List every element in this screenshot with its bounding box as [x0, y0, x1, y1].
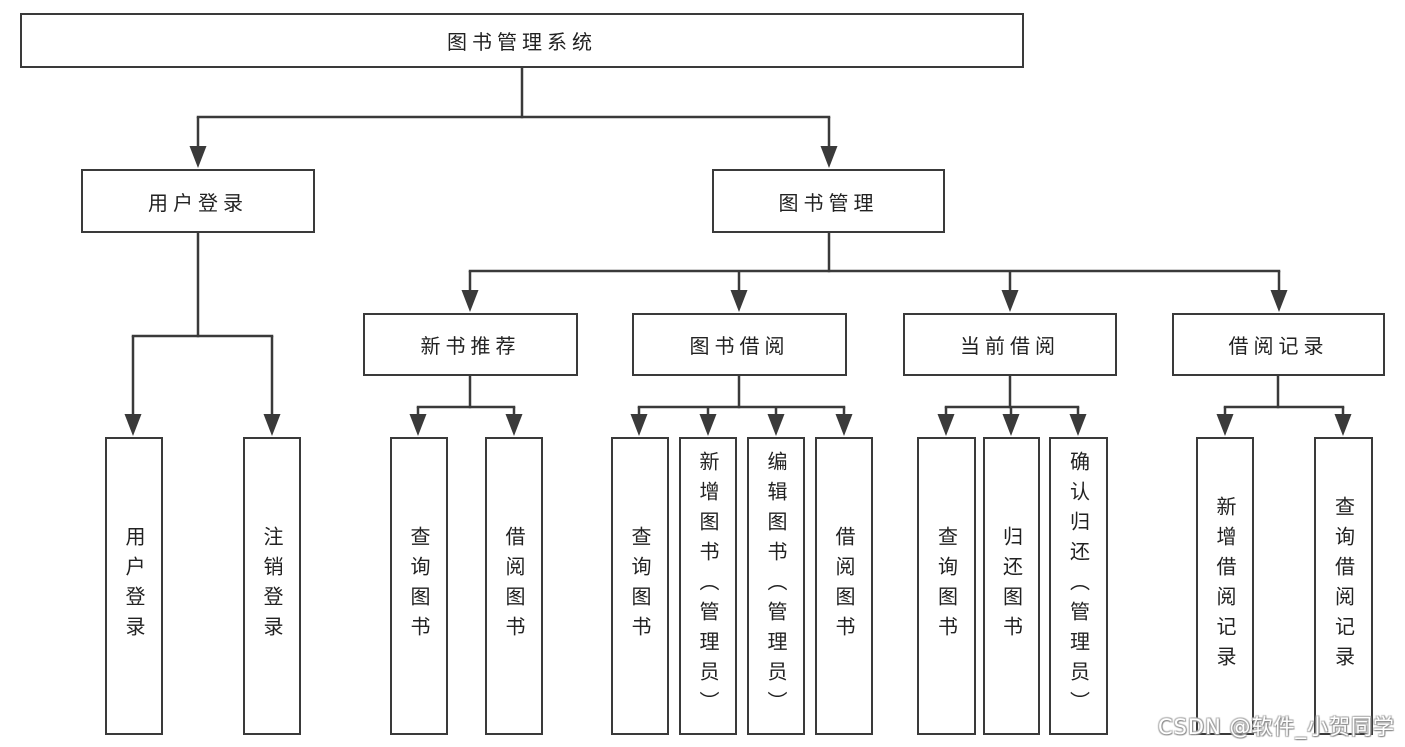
arrowhead-icon — [189, 146, 207, 168]
node-root-label: 图书管理系统 — [447, 30, 597, 54]
leaf-query-borrow-record: 查询借阅记录 — [1314, 437, 1373, 735]
node-book-mgmt-group-label: 图书管理 — [778, 190, 879, 215]
node-book-borrow-label: 图书借阅 — [689, 334, 790, 358]
connector-records-split — [1216, 376, 1352, 436]
connector-current-split — [937, 376, 1087, 436]
connector-recommend-split — [409, 376, 523, 436]
arrowhead-icon — [1216, 414, 1234, 436]
leaf-borrow-books-recommend: 借阅图书 — [485, 437, 543, 735]
node-book-mgmt-group: 图书管理 — [712, 169, 945, 233]
arrowhead-icon — [835, 414, 853, 436]
leaf-confirm-return-admin: 确认归还（管理员） — [1049, 437, 1108, 735]
arrowhead-icon — [409, 414, 427, 436]
node-borrow-records: 借阅记录 — [1172, 313, 1385, 376]
arrowhead-icon — [820, 146, 838, 168]
arrowhead-icon — [1001, 290, 1019, 312]
leaf-logout: 注销登录 — [243, 437, 301, 735]
leaf-add-books-admin-label: 新增图书（管理员） — [696, 451, 720, 721]
leaf-query-books-borrow-label: 查询图书 — [628, 526, 652, 646]
node-user-login-group-label: 用户登录 — [148, 190, 248, 215]
leaf-edit-books-admin-label: 编辑图书（管理员） — [764, 451, 788, 721]
arrowhead-icon — [937, 414, 955, 436]
arrowhead-icon — [263, 414, 281, 436]
leaf-query-books-recommend-label: 查询图书 — [407, 526, 431, 646]
arrowhead-icon — [730, 290, 748, 312]
leaf-borrow-books-label: 借阅图书 — [832, 526, 856, 646]
arrowhead-icon — [699, 414, 717, 436]
node-book-borrow: 图书借阅 — [632, 313, 847, 376]
node-current-borrow: 当前借阅 — [903, 313, 1117, 376]
connector-borrow-split — [630, 376, 853, 436]
node-root: 图书管理系统 — [20, 13, 1024, 68]
arrowhead-icon — [461, 290, 479, 312]
leaf-user-login-label: 用户登录 — [122, 526, 146, 646]
leaf-confirm-return-admin-label: 确认归还（管理员） — [1066, 451, 1091, 721]
connector-user-login-split — [124, 233, 281, 436]
leaf-query-books-borrow: 查询图书 — [611, 437, 669, 735]
arrowhead-icon — [1270, 290, 1288, 312]
watermark: CSDN @软件_小贺同学 — [1157, 715, 1395, 739]
leaf-query-books-current: 查询图书 — [917, 437, 976, 735]
arrowhead-icon — [505, 414, 523, 436]
connector-book-mgmt-split — [461, 233, 1288, 312]
node-new-book-recommend: 新书推荐 — [363, 313, 578, 376]
leaf-return-books: 归还图书 — [983, 437, 1040, 735]
connector-root-split — [189, 68, 838, 168]
node-new-book-recommend-label: 新书推荐 — [420, 334, 521, 358]
leaf-query-books-current-label: 查询图书 — [934, 526, 959, 646]
arrowhead-icon — [630, 414, 648, 436]
leaf-borrow-books-recommend-label: 借阅图书 — [502, 526, 526, 646]
leaf-add-borrow-record-label: 新增借阅记录 — [1213, 496, 1237, 676]
leaf-edit-books-admin: 编辑图书（管理员） — [747, 437, 805, 735]
arrowhead-icon — [1069, 414, 1087, 436]
leaf-borrow-books: 借阅图书 — [815, 437, 873, 735]
leaf-user-login: 用户登录 — [105, 437, 163, 735]
leaf-query-books-recommend: 查询图书 — [390, 437, 448, 735]
leaf-query-borrow-record-label: 查询借阅记录 — [1331, 496, 1356, 676]
leaf-add-books-admin: 新增图书（管理员） — [679, 437, 737, 735]
node-borrow-records-label: 借阅记录 — [1228, 334, 1329, 358]
leaf-add-borrow-record: 新增借阅记录 — [1196, 437, 1254, 735]
node-current-borrow-label: 当前借阅 — [960, 334, 1060, 358]
leaf-return-books-label: 归还图书 — [999, 526, 1024, 646]
arrowhead-icon — [767, 414, 785, 436]
leaf-logout-label: 注销登录 — [260, 526, 284, 646]
arrowhead-icon — [1002, 414, 1020, 436]
node-user-login-group: 用户登录 — [81, 169, 315, 233]
arrowhead-icon — [1334, 414, 1352, 436]
arrowhead-icon — [124, 414, 142, 436]
